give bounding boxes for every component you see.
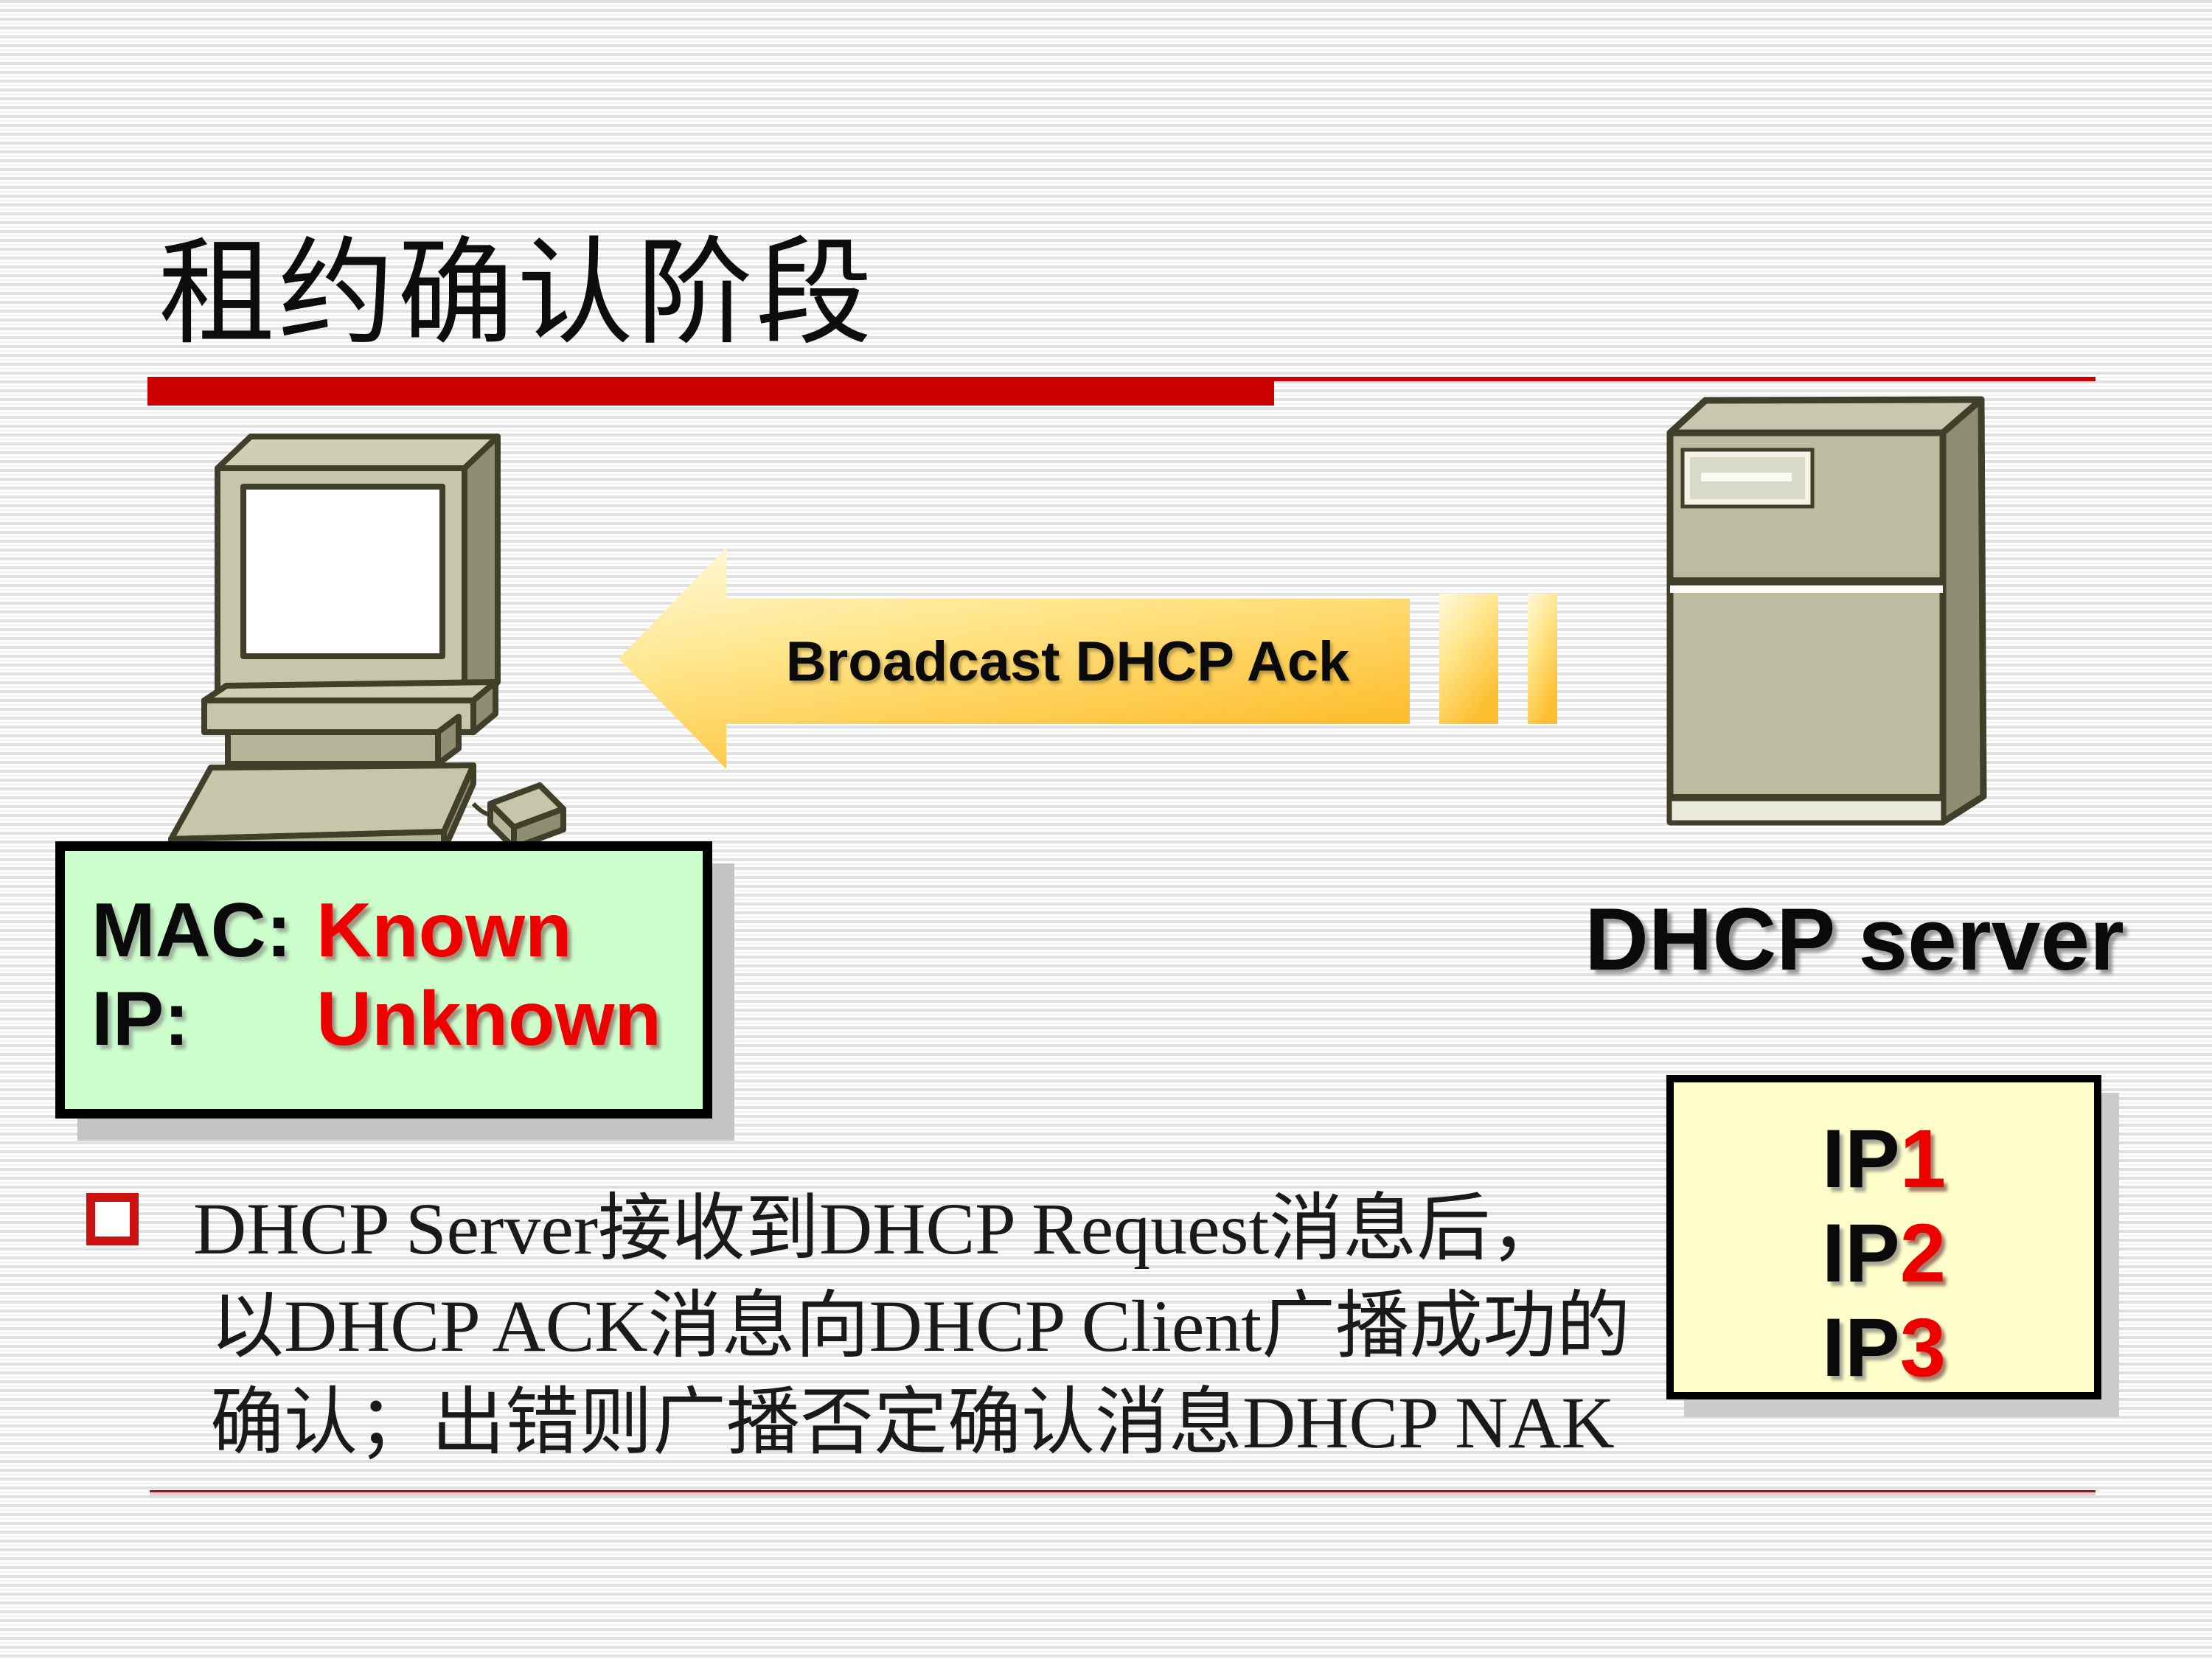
mac-label: MAC: [91, 888, 292, 973]
arrow-dash-2 [1528, 594, 1557, 724]
arrow-label: Broadcast DHCP Ack [786, 630, 1350, 693]
ip-pool-box: IP1 IP2 IP3 [1666, 1075, 2101, 1399]
arrow-body [619, 548, 1410, 769]
note-line-1: DHCP Server接收到DHCP Request消息后， [193, 1188, 1565, 1270]
ip2-prefix: IP [1821, 1207, 1900, 1299]
title-underline-bar [147, 377, 1274, 406]
ip1-prefix: IP [1821, 1113, 1900, 1205]
broadcast-arrow: Broadcast DHCP Ack [619, 548, 1557, 769]
ip-label: IP: [91, 976, 189, 1062]
arrow-dash-1 [1439, 594, 1498, 724]
ip-pool-item: IP1 [1674, 1112, 2094, 1206]
ip-pool-item: IP3 [1674, 1301, 2094, 1395]
ip3-prefix: IP [1821, 1301, 1900, 1394]
ip-value: Unknown [316, 976, 661, 1062]
slide-title: 租约确认阶段 [159, 226, 875, 361]
mac-value: Known [316, 888, 572, 973]
ip-pool-item: IP2 [1674, 1206, 2094, 1301]
client-status-row-ip: IP: Unknown [91, 975, 703, 1063]
client-status-row-mac: MAC: Known [91, 886, 703, 975]
client-status-box: MAC: Known IP: Unknown [55, 841, 712, 1119]
client-computer-illustration [168, 434, 566, 860]
ip2-number: 2 [1899, 1207, 1947, 1299]
dhcp-server-label: DHCP server [1585, 890, 2124, 989]
note-line-3: 确认；出错则广播否定确认消息DHCP NAK [210, 1382, 1615, 1464]
footer-divider [150, 1490, 2096, 1495]
bullet-marker [86, 1193, 139, 1245]
note-line-2: 以DHCP ACK消息向DHCP Client广播成功的 [210, 1285, 1631, 1367]
ip3-number: 3 [1899, 1301, 1947, 1394]
dhcp-server-illustration [1666, 396, 1987, 826]
ip1-number: 1 [1899, 1113, 1947, 1205]
